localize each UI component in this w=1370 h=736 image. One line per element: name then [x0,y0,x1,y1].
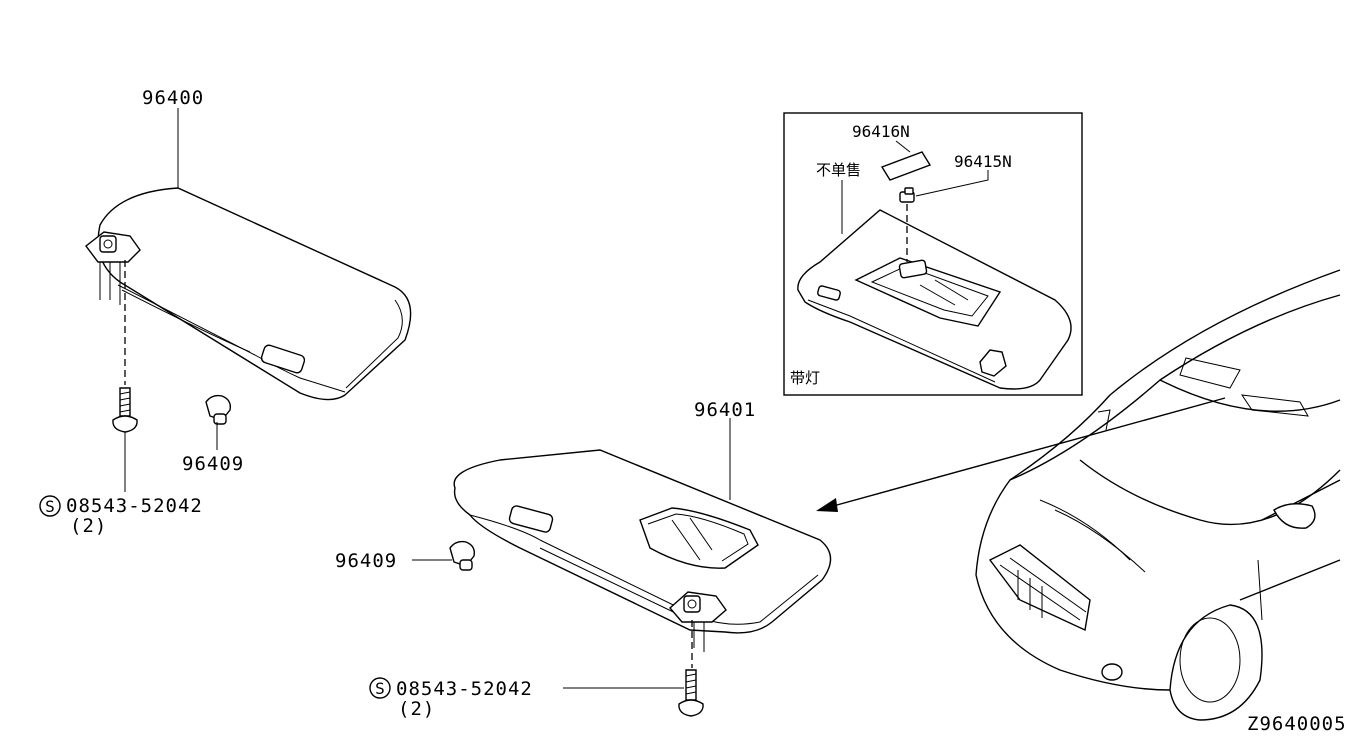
lamp-bulb-part [899,187,915,203]
sun-visor-left [97,187,412,401]
symbol-letter-a: S [45,497,55,516]
label-not-sold: 不单售 [816,161,861,179]
diagram-id: Z9640005 [1247,713,1347,735]
label-with-lamp: 带灯 [790,369,820,387]
clip-left [205,394,232,425]
lamp-lens-part [880,151,932,181]
inset-lamp-visor [797,209,1072,390]
label-96400: 96400 [142,87,204,109]
standard-part-symbol-a: S [39,495,61,517]
standard-part-symbol-b: S [369,677,391,699]
inset-frame [783,112,1083,396]
label-screw-a-qty: (2) [70,515,107,537]
visor-hinge-bracket-right [669,591,727,652]
sun-visor-right [453,449,832,634]
label-96416n: 96416N [852,122,910,141]
visor-hinge-bracket-left [85,231,141,305]
label-96401: 96401 [694,399,756,421]
label-96409-a: 96409 [182,453,244,475]
clip-right [449,540,476,571]
symbol-letter-b: S [375,679,385,698]
screw-left [112,387,138,433]
leader-96415n [915,170,989,197]
screw-right [678,669,704,717]
label-screw-b: 08543-52042 [396,678,533,700]
label-96415n: 96415N [954,152,1012,171]
location-arrow [816,397,1226,512]
vehicle-outline [975,269,1341,721]
leader-96416n [895,140,911,153]
label-screw-b-qty: (2) [398,698,435,720]
label-screw-a: 08543-52042 [66,495,203,517]
label-96409-b: 96409 [335,550,397,572]
